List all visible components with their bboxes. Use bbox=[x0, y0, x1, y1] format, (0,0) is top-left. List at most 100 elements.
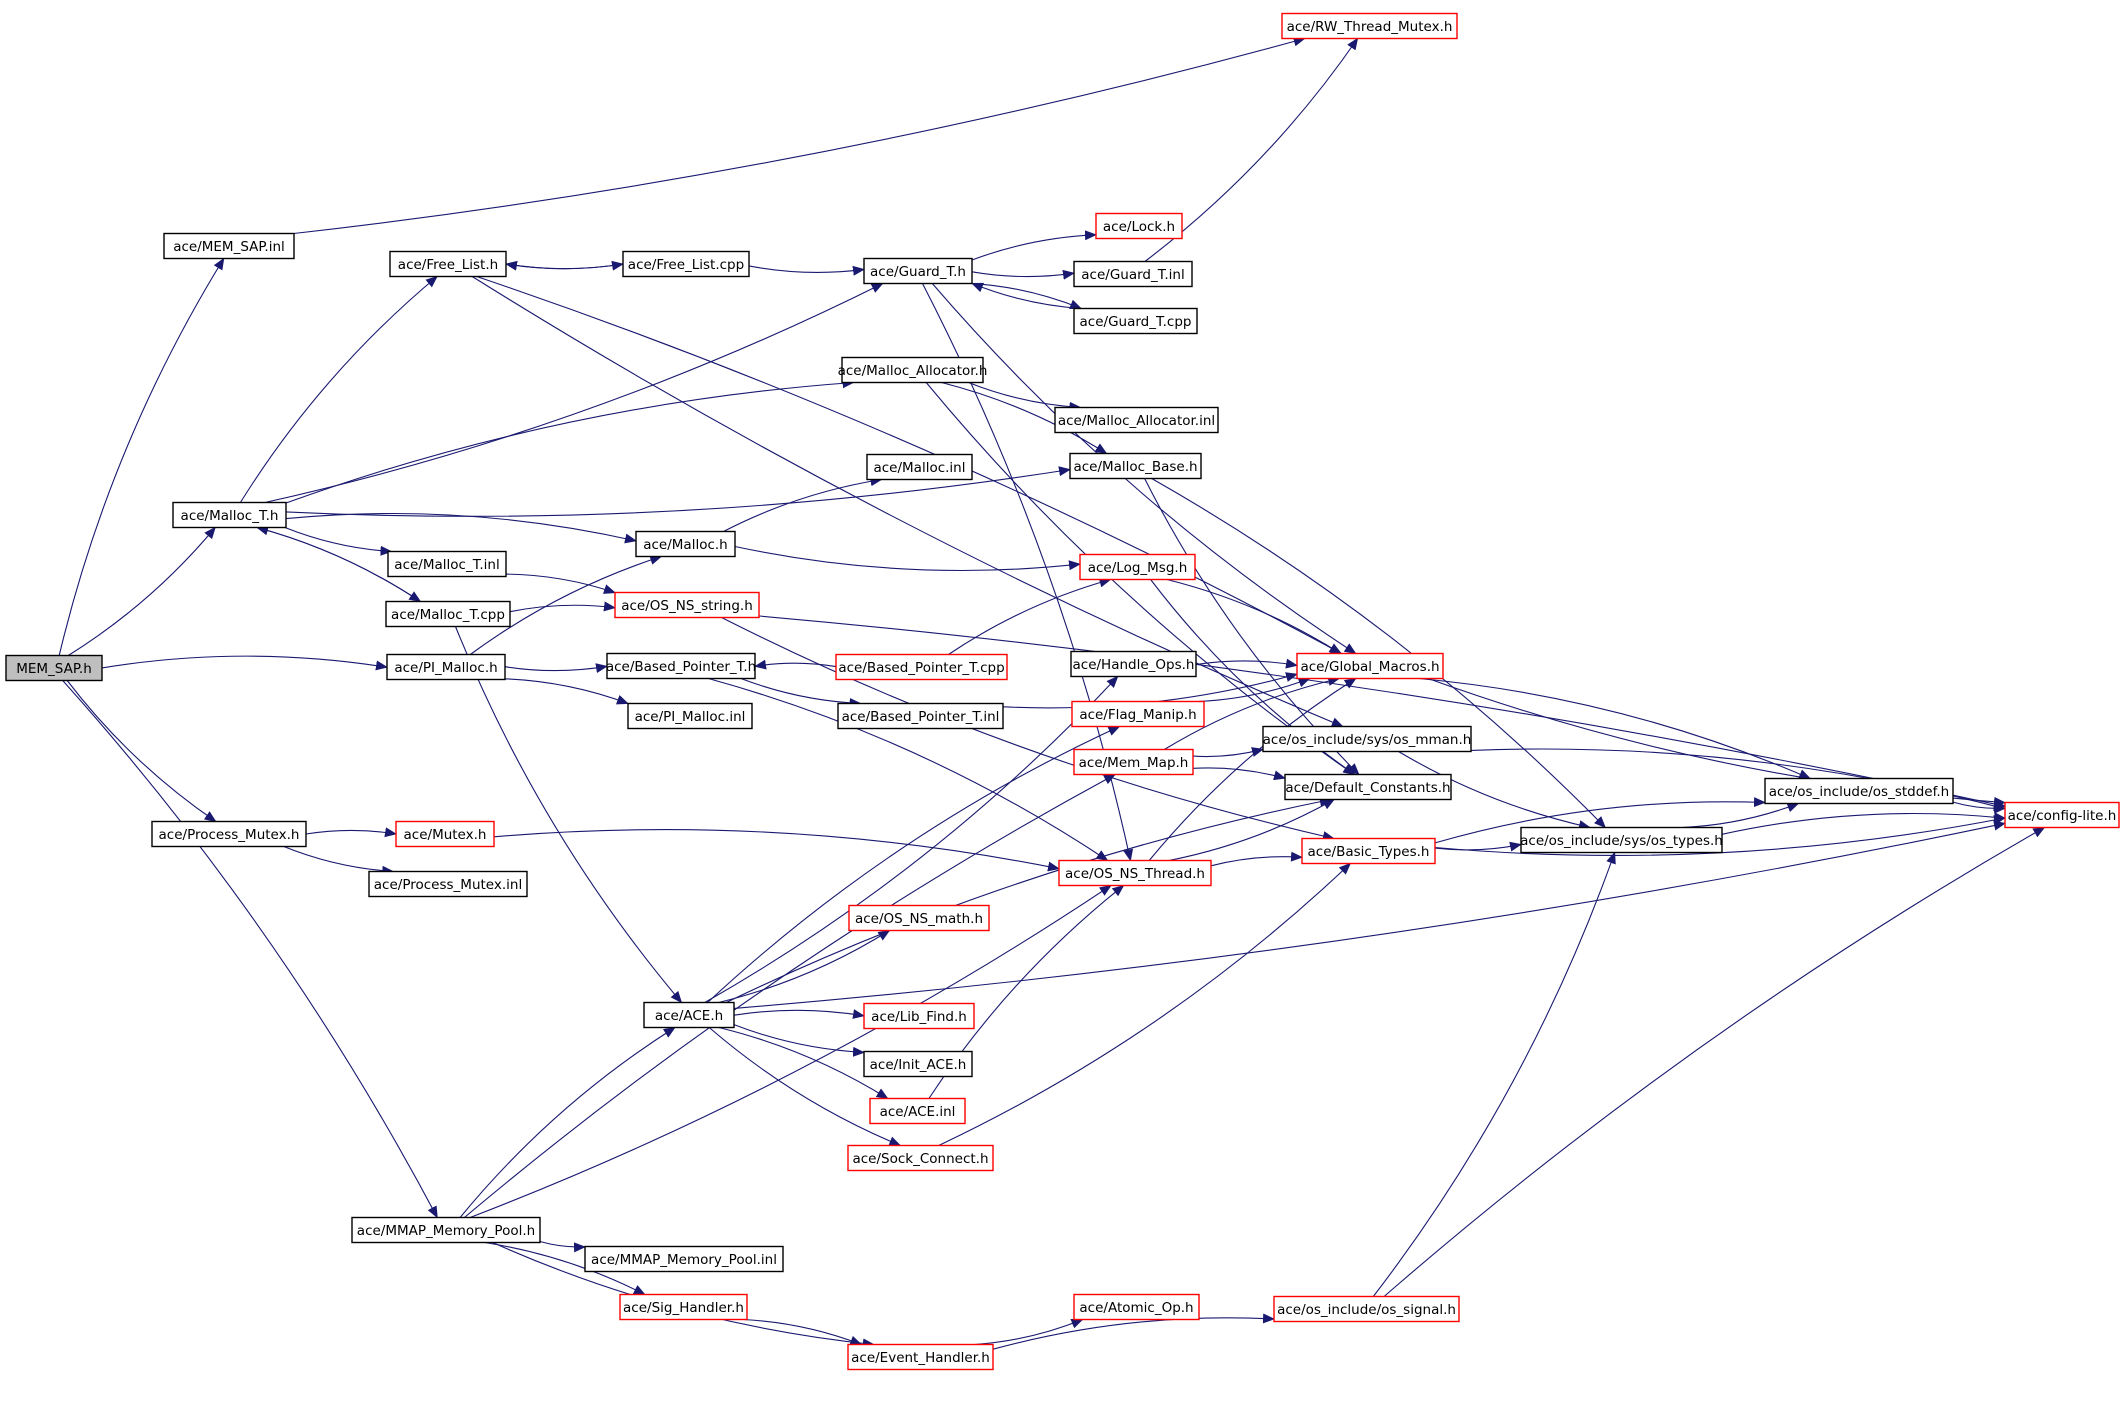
node-global-macros-h[interactable]: ace/Global_Macros.h bbox=[1296, 652, 1444, 680]
edge-malloc_t_h-to-malloc_base_h bbox=[285, 466, 1071, 517]
edge-os_mman_h-to-os_types_h bbox=[1398, 751, 1591, 830]
node-malloc-t-h[interactable]: ace/Malloc_T.h bbox=[172, 501, 287, 529]
node-log-msg-h[interactable]: ace/Log_Msg.h bbox=[1079, 553, 1196, 581]
node-ace-h[interactable]: ace/ACE.h bbox=[643, 1001, 735, 1029]
node-label: ace/Based_Pointer_T.h bbox=[606, 659, 756, 675]
node-based-pointer-t-h[interactable]: ace/Based_Pointer_T.h bbox=[606, 652, 756, 680]
edge-event_handler_h-to-os_signal_h bbox=[992, 1313, 1275, 1350]
node-mem-map-h[interactable]: ace/Mem_Map.h bbox=[1073, 748, 1194, 776]
node-box bbox=[841, 356, 984, 384]
edge-os_types_h-to-config_lite_h bbox=[1721, 812, 2006, 835]
edge-ace_h-to-ace_inl bbox=[718, 1026, 889, 1100]
node-box bbox=[395, 820, 495, 848]
node-process-mutex-h[interactable]: ace/Process_Mutex.h bbox=[151, 820, 307, 848]
node-box bbox=[1054, 406, 1219, 434]
node-lock-h[interactable]: ace/Lock.h bbox=[1095, 212, 1183, 240]
node-box bbox=[351, 1216, 541, 1244]
node-label: ace/Flag_Manip.h bbox=[1079, 707, 1196, 723]
node-malloc-allocator-inl[interactable]: ace/Malloc_Allocator.inl bbox=[1054, 406, 1219, 434]
edge-malloc_allocator_h-to-malloc_base_h bbox=[941, 381, 1108, 455]
edge-ace_h-to-default_constants_h bbox=[725, 796, 1332, 1003]
edge-guard_t_h-to-global_macros_h bbox=[931, 283, 1357, 655]
node-free-list-cpp[interactable]: ace/Free_List.cpp bbox=[622, 250, 750, 278]
node-flag-manip-h[interactable]: ace/Flag_Manip.h bbox=[1071, 700, 1205, 728]
node-label: ace/OS_NS_Thread.h bbox=[1065, 866, 1205, 882]
node-malloc-h[interactable]: ace/Malloc.h bbox=[635, 530, 736, 558]
node-box bbox=[837, 702, 1004, 730]
node-label: ace/config-lite.h bbox=[2008, 808, 2117, 824]
node-label: ace/PI_Malloc.inl bbox=[635, 709, 746, 725]
node-os-ns-math-h[interactable]: ace/OS_NS_math.h bbox=[848, 904, 990, 932]
node-os-ns-thread-h[interactable]: ace/OS_NS_Thread.h bbox=[1058, 859, 1212, 887]
node-pi-malloc-h[interactable]: ace/PI_Malloc.h bbox=[386, 653, 506, 681]
node-label: ace/Lib_Find.h bbox=[871, 1009, 967, 1025]
node-os-mman-h[interactable]: ace/os_include/sys/os_mman.h bbox=[1262, 725, 1472, 753]
node-event-handler-h[interactable]: ace/Event_Handler.h bbox=[847, 1343, 994, 1371]
node-lib-find-h[interactable]: ace/Lib_Find.h bbox=[863, 1002, 975, 1030]
edge-os_stddef_h-to-config_lite_h bbox=[1952, 801, 2006, 814]
edge-malloc_t_h-to-guard_t_h bbox=[264, 283, 884, 504]
node-label: ace/Malloc.h bbox=[643, 537, 728, 553]
node-box bbox=[163, 232, 295, 260]
node-rw-thread-mutex-h[interactable]: ace/RW_Thread_Mutex.h bbox=[1281, 12, 1458, 40]
node-atomic-op-h[interactable]: ace/Atomic_Op.h bbox=[1073, 1293, 1200, 1321]
node-ace-inl[interactable]: ace/ACE.inl bbox=[869, 1097, 966, 1125]
node-label: ace/Mem_Map.h bbox=[1079, 755, 1189, 771]
edge-os_signal_h-to-config_lite_h bbox=[1383, 827, 2046, 1297]
node-label: ace/ACE.inl bbox=[880, 1104, 956, 1120]
node-guard-t-cpp[interactable]: ace/Guard_T.cpp bbox=[1073, 307, 1198, 335]
node-box bbox=[1296, 652, 1444, 680]
node-label: ace/Based_Pointer_T.inl bbox=[842, 709, 1000, 725]
node-label: ace/Malloc_T.inl bbox=[394, 557, 499, 573]
node-malloc-base-h[interactable]: ace/Malloc_Base.h bbox=[1069, 452, 1202, 480]
node-mutex-h[interactable]: ace/Mutex.h bbox=[395, 820, 495, 848]
node-box bbox=[1095, 212, 1183, 240]
node-handle-ops-h[interactable]: ace/Handle_Ops.h bbox=[1070, 650, 1197, 678]
node-label: ace/MEM_SAP.inl bbox=[173, 239, 285, 255]
edge-ace_h-to-handle_ops_h bbox=[704, 675, 1119, 1003]
node-label: ace/Free_List.h bbox=[398, 257, 498, 273]
node-malloc-t-cpp[interactable]: ace/Malloc_T.cpp bbox=[385, 600, 511, 628]
edge-pi_malloc_h-to-based_pointer_t_h bbox=[504, 663, 608, 674]
node-mem-sap-inl[interactable]: ace/MEM_SAP.inl bbox=[163, 232, 295, 260]
edge-ace_h-to-flag_manip_h bbox=[707, 726, 1121, 1003]
node-sock-connect-h[interactable]: ace/Sock_Connect.h bbox=[847, 1144, 994, 1172]
node-free-list-h[interactable]: ace/Free_List.h bbox=[389, 250, 507, 278]
node-basic-types-h[interactable]: ace/Basic_Types.h bbox=[1301, 837, 1436, 865]
node-label: ace/Init_ACE.h bbox=[870, 1057, 967, 1073]
node-malloc-inl[interactable]: ace/Malloc.inl bbox=[866, 453, 973, 481]
node-box bbox=[2004, 801, 2120, 829]
node-box bbox=[172, 501, 287, 529]
node-guard-t-h[interactable]: ace/Guard_T.h bbox=[863, 257, 973, 285]
node-guard-t-inl[interactable]: ace/Guard_T.inl bbox=[1073, 260, 1193, 288]
edge-malloc_t_cpp-to-ace_h bbox=[454, 626, 683, 1004]
node-based-pointer-t-cpp[interactable]: ace/Based_Pointer_T.cpp bbox=[835, 653, 1008, 681]
node-default-constants-h[interactable]: ace/Default_Constants.h bbox=[1284, 773, 1452, 801]
node-label: ace/Based_Pointer_T.cpp bbox=[838, 660, 1004, 676]
node-malloc-allocator-h[interactable]: ace/Malloc_Allocator.h bbox=[838, 356, 988, 384]
edge-mem_sap_h-to-mem_sap_inl bbox=[58, 257, 225, 656]
node-sig-handler-h[interactable]: ace/Sig_Handler.h bbox=[619, 1293, 748, 1321]
edge-pi_malloc_h-to-malloc_h bbox=[469, 555, 663, 655]
node-malloc-t-inl[interactable]: ace/Malloc_T.inl bbox=[387, 550, 507, 578]
edge-malloc_t_h-to-free_list_h bbox=[239, 275, 438, 503]
node-os-signal-h[interactable]: ace/os_include/os_signal.h bbox=[1273, 1295, 1460, 1323]
node-box bbox=[863, 1002, 975, 1030]
node-os-ns-string-h[interactable]: ace/OS_NS_string.h bbox=[614, 591, 760, 619]
node-mmap-memory-pool-h[interactable]: ace/MMAP_Memory_Pool.h bbox=[351, 1216, 541, 1244]
node-os-types-h[interactable]: ace/os_include/sys/os_types.h bbox=[1520, 826, 1723, 854]
node-label: ace/Guard_T.h bbox=[870, 264, 966, 280]
edge-os_ns_thread_h-to-default_constants_h bbox=[1168, 799, 1335, 862]
node-pi-malloc-inl[interactable]: ace/PI_Malloc.inl bbox=[627, 702, 753, 730]
edge-free_list_cpp-to-free_list_h bbox=[505, 260, 624, 271]
node-box bbox=[1284, 773, 1452, 801]
node-box bbox=[1058, 859, 1212, 887]
node-mmap-memory-pool-inl[interactable]: ace/MMAP_Memory_Pool.inl bbox=[584, 1245, 784, 1273]
node-os-stddef-h[interactable]: ace/os_include/os_stddef.h bbox=[1764, 777, 1954, 805]
node-based-pointer-t-inl[interactable]: ace/Based_Pointer_T.inl bbox=[837, 702, 1004, 730]
node-box bbox=[866, 453, 973, 481]
node-init-ace-h[interactable]: ace/Init_ACE.h bbox=[863, 1050, 973, 1078]
node-box bbox=[1073, 260, 1193, 288]
node-process-mutex-inl[interactable]: ace/Process_Mutex.inl bbox=[368, 870, 528, 898]
node-config-lite-h[interactable]: ace/config-lite.h bbox=[2004, 801, 2120, 829]
